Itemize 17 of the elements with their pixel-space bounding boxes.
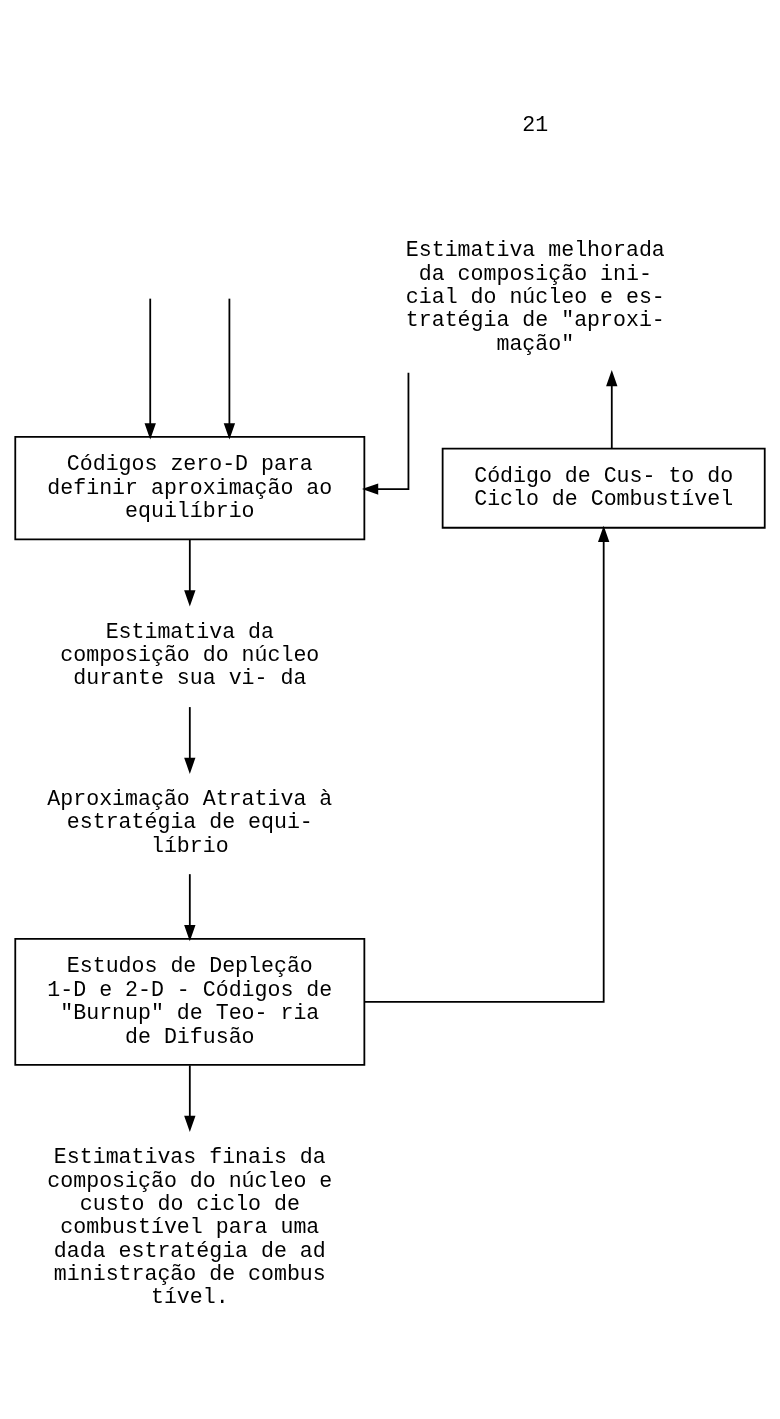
arrow <box>363 525 610 1003</box>
arrow <box>184 873 196 942</box>
arrow <box>223 297 236 440</box>
node-text: Estimativa melhorada da composição ini- cial do núcleo e es- tratégia de "aproxi- mação" <box>405 238 665 356</box>
arrow <box>606 370 618 450</box>
node-text: Estimativa da composição do núcleo durante sua vi- da <box>60 619 320 691</box>
arrow <box>144 297 156 440</box>
arrow <box>184 706 196 774</box>
arrow <box>184 1064 196 1132</box>
label: 21 <box>522 113 549 138</box>
node-box: Estudos de Depleção 1-D e 2-D - Códigos de "Burnup" de Teo- ria de Difusão <box>14 938 366 1066</box>
node-text: Estimativas finais da composição do núcleo e custo do ciclo de combustível para uma dada estratégia de ad ministração de combus tível. <box>47 1145 333 1310</box>
node-text: Aproximação Atrativa à estratégia de equi- líbrio <box>47 787 333 858</box>
node-box: Código de Cus- to do Ciclo de Combustível <box>441 447 766 529</box>
node-box: Códigos zero-D para definir aproximação ao equilíbrio <box>14 436 366 541</box>
arrow <box>184 538 196 607</box>
arrow <box>362 371 410 495</box>
